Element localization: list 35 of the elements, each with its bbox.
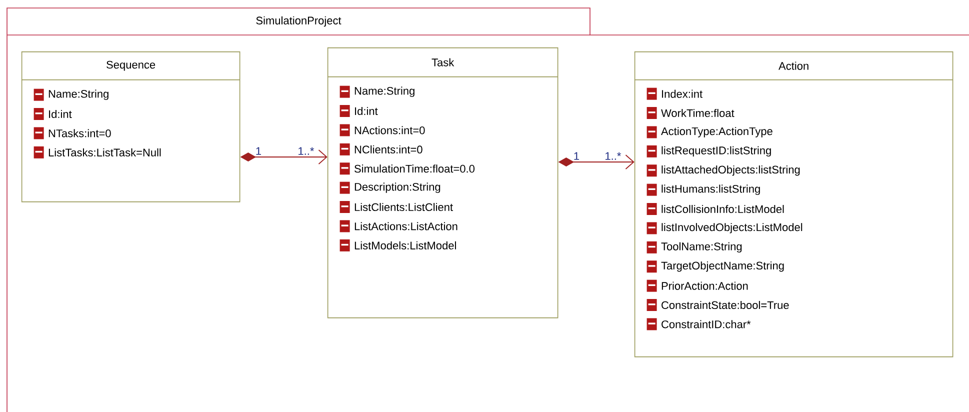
attribute: ConstraintID:char*	[662, 320, 751, 328]
class-name: Task	[432, 58, 454, 66]
attribute: Index:int	[662, 90, 702, 98]
attribute: listCollisionInfo:ListModel	[662, 204, 784, 214]
attribute: ListTasks:ListTask=Null	[48, 148, 161, 156]
attribute: listAttachedObjects:listString	[662, 165, 800, 176]
attribute: listRequestID:listString	[662, 146, 771, 157]
package-name: SimulationProject	[256, 16, 342, 27]
attribute: TargetObjectName:String	[661, 261, 784, 272]
attribute: ToolName:String	[661, 242, 742, 252]
attribute: Name:String	[354, 86, 414, 97]
attribute: Description:String	[354, 182, 440, 193]
multiplicity-label: 1	[574, 152, 579, 160]
attribute: Id:int	[49, 110, 72, 118]
attribute: ConstraintState:bool=True	[662, 300, 789, 310]
attribute: Name:String	[48, 90, 108, 100]
attribute: NClients:int=0	[354, 145, 422, 154]
attribute: WorkTime:float	[661, 108, 734, 118]
attribute: listInvolvedObjects:ListModel	[662, 223, 802, 234]
multiplicity-label: 1	[256, 147, 261, 155]
attribute: PriorAction:Action	[662, 282, 748, 290]
package-frame	[6, 8, 969, 412]
multiplicity-label: 1..*	[298, 147, 314, 155]
attribute: SimulationTime:float=0.0	[354, 164, 474, 173]
attribute: ListClients:ListClient	[354, 202, 453, 212]
multiplicity-label: 1..*	[606, 152, 622, 160]
attribute: listHumans:listString	[662, 184, 760, 195]
class-name: Action	[778, 62, 808, 70]
attribute: Id:int	[355, 106, 378, 116]
attribute: NActions:int=0	[354, 126, 425, 134]
attribute: ActionType:ActionType	[661, 127, 772, 138]
attribute: NTasks:int=0	[48, 129, 111, 138]
class-name: Sequence	[106, 60, 156, 71]
attribute: ListModels:ListModel	[354, 241, 456, 250]
attribute: ListActions:ListAction	[354, 222, 458, 230]
